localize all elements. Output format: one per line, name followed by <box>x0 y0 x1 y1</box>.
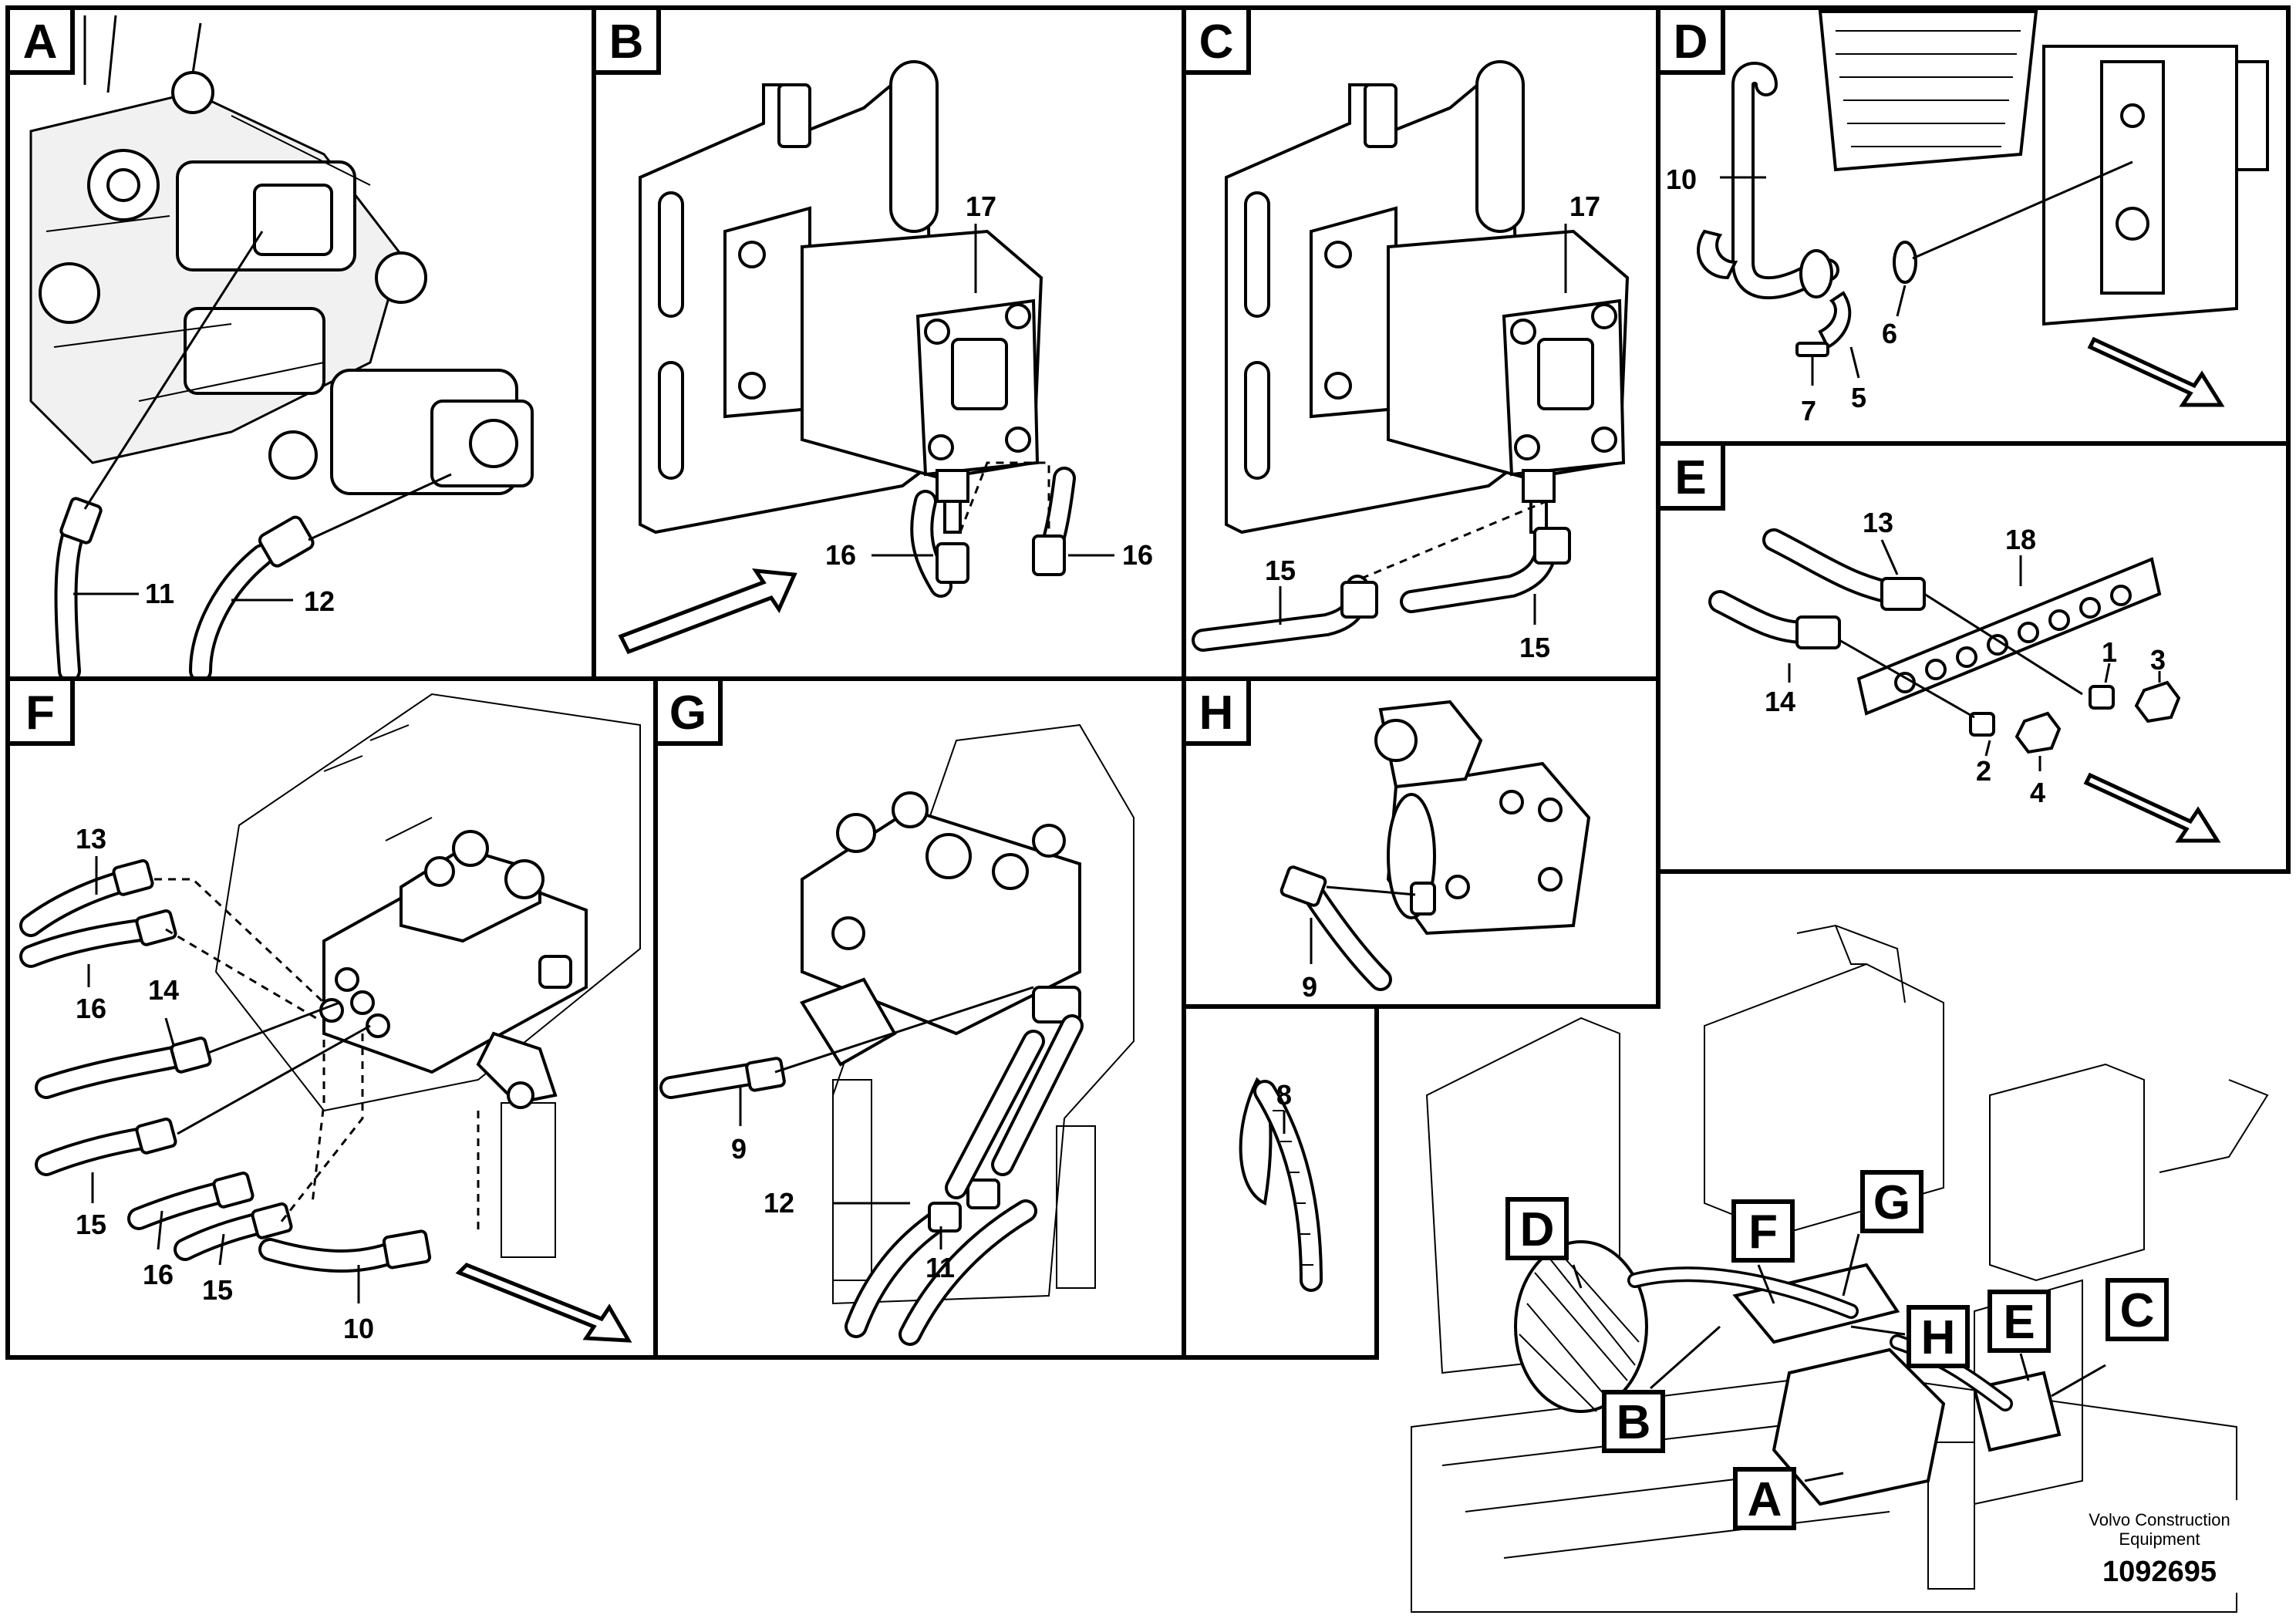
panel-c: 17 15 15 C <box>1182 5 1660 681</box>
panel-cable-tie: 8 <box>1182 1004 1379 1360</box>
direction-arrow <box>2083 772 2221 843</box>
nut-3 <box>2134 680 2181 723</box>
panel-a-label: A <box>23 15 58 69</box>
callout-15-lower: 15 <box>202 1274 233 1306</box>
callout-14: 14 <box>1765 686 1795 717</box>
panel-h: 9 H <box>1182 676 1660 1009</box>
callout-14: 14 <box>148 974 179 1006</box>
callout-16-lower: 16 <box>143 1259 174 1290</box>
callout-16-left: 16 <box>825 539 856 571</box>
brand-line-2: Equipment <box>2119 1529 2200 1549</box>
callout-4: 4 <box>2030 777 2045 808</box>
callout-17: 17 <box>966 191 996 222</box>
callout-13: 13 <box>1863 507 1893 538</box>
frame-outline <box>214 693 641 1258</box>
panel-c-label: C <box>1199 15 1234 69</box>
callout-18: 18 <box>2005 524 2036 555</box>
overview-tag-g: G <box>1873 1176 1910 1229</box>
panel-f-label: F <box>25 686 55 740</box>
callout-17: 17 <box>1569 191 1600 222</box>
panel-g: 9 12 11 G <box>653 676 1186 1360</box>
pump-17 <box>723 206 1043 534</box>
callout-12: 12 <box>764 1187 794 1219</box>
pump-9 <box>1374 700 1591 936</box>
drawing-footer: Volvo Construction Equipment 1092695 <box>2052 1500 2267 1593</box>
panel-d-label: D <box>1674 15 1708 69</box>
panel-f: 13 16 14 15 16 15 10 F <box>5 676 658 1360</box>
panel-h-label: H <box>1199 686 1234 740</box>
cable-tie-8 <box>1239 1077 1323 1292</box>
callout-2: 2 <box>1976 755 1991 787</box>
callout-5: 5 <box>1851 382 1866 413</box>
clamp-half-left <box>1696 229 1738 280</box>
panel-e: 13 18 14 1 3 2 4 E <box>1656 441 2291 874</box>
panel-g-label: G <box>669 686 706 740</box>
panel-e-label: E <box>1674 451 1706 504</box>
overview-tag-a: A <box>1748 1473 1782 1526</box>
panel-b-label: B <box>609 15 644 69</box>
callout-11: 11 <box>145 578 174 609</box>
callout-15-right: 15 <box>1519 632 1550 663</box>
control-valve-block <box>800 791 1081 1067</box>
nut-4 <box>2014 711 2062 754</box>
control-valve-block <box>319 830 588 1109</box>
callout-3: 3 <box>2150 644 2166 676</box>
overview-tag-e: E <box>2003 1296 2035 1349</box>
machine-overview: F G D H B E C A <box>1411 924 2269 1613</box>
callout-1: 1 <box>2102 636 2117 668</box>
overview-tag-c: C <box>2120 1284 2155 1337</box>
callout-11: 11 <box>925 1252 955 1283</box>
panel-d: 10 6 7 5 D <box>1656 5 2291 446</box>
callout-15: 15 <box>76 1209 106 1240</box>
direction-arrow <box>455 1263 632 1343</box>
hydraulic-pump-assembly <box>29 15 534 495</box>
overview-tag-d: D <box>1520 1203 1555 1256</box>
callout-10: 10 <box>1666 164 1697 195</box>
callout-13: 13 <box>76 823 106 855</box>
brand-line-1: Volvo Construction <box>2089 1510 2230 1529</box>
pump-17 <box>1310 206 1630 534</box>
callout-9: 9 <box>1302 971 1317 1003</box>
direction-arrow <box>618 568 797 655</box>
screw-7 <box>1795 342 1829 357</box>
callout-15-left: 15 <box>1265 555 1296 586</box>
panel-b: 17 16 16 B <box>592 5 1186 681</box>
callout-6: 6 <box>1882 318 1897 349</box>
drawing-number: 1092695 <box>2102 1556 2217 1588</box>
overview-tag-h: H <box>1921 1311 1956 1364</box>
adapter-2 <box>1969 712 1995 737</box>
bulkhead-plate-18 <box>1856 557 2162 716</box>
overview-tag-b: B <box>1617 1396 1651 1449</box>
direction-arrow <box>2087 336 2225 407</box>
hose-10 <box>1731 62 1839 300</box>
callout-8: 8 <box>1276 1079 1292 1111</box>
radiator-fan-shroud <box>1818 10 2269 326</box>
hydraulic-assembly <box>1627 1263 2062 1506</box>
overview-tag-f: F <box>1748 1206 1778 1259</box>
o-ring <box>1893 241 1917 284</box>
callout-16-right: 16 <box>1122 539 1153 571</box>
callout-9: 9 <box>731 1133 747 1165</box>
adapter-1 <box>2089 685 2115 710</box>
callout-16: 16 <box>76 993 106 1024</box>
callout-7: 7 <box>1801 395 1816 427</box>
callout-12: 12 <box>304 585 335 617</box>
callout-10: 10 <box>343 1313 374 1344</box>
panel-a: 11 12 A <box>5 5 596 683</box>
